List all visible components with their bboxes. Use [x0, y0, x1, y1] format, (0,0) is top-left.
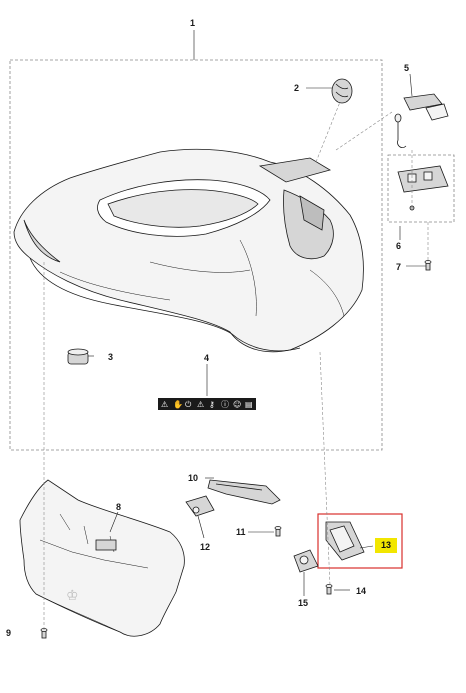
- lock-icon: ⚠: [161, 400, 168, 409]
- adjust-knob: [293, 549, 319, 573]
- callout-12: 12: [200, 542, 210, 552]
- screw-14: [325, 584, 333, 595]
- leader-lines: [43, 30, 429, 630]
- callout-8: 8: [116, 502, 121, 512]
- screw-7: [424, 260, 432, 271]
- decal-strip: ⚠ ✋ ⏻ ⚠ ⚷ ⓘ ☺ ▤: [158, 398, 256, 410]
- info-icon: ⓘ: [221, 400, 229, 409]
- screw-11: [274, 526, 282, 537]
- callout-10: 10: [188, 473, 198, 483]
- assembly-frame-6: [387, 154, 455, 223]
- callouts: 1 2 3 4 5 6 7 8 9 10 11 12 14 15: [6, 18, 409, 638]
- hinge-lever: [185, 495, 215, 517]
- callout-6: 6: [396, 241, 401, 251]
- front-bumper: ♔: [19, 479, 185, 637]
- callout-4: 4: [204, 353, 209, 363]
- key-icon: ⚷: [209, 400, 215, 409]
- assembly-frame-1: [9, 59, 383, 451]
- callout-15: 15: [298, 598, 308, 608]
- height-adjust-bracket: [325, 521, 365, 561]
- carry-handle: [207, 479, 281, 505]
- callout-3: 3: [108, 352, 113, 362]
- logo-emblem: [331, 78, 353, 104]
- brand-logo-icon: ♔: [66, 588, 79, 604]
- callout-5: 5: [404, 63, 409, 73]
- highlight-frame-13: [317, 513, 403, 569]
- callout-13: 13: [380, 540, 391, 550]
- warning-icon: ⚠: [197, 400, 204, 409]
- callout-7: 7: [396, 262, 401, 272]
- book-icon: ▤: [245, 400, 253, 409]
- stop-button-assembly: [394, 93, 449, 148]
- callout-14: 14: [356, 586, 366, 596]
- body-cover: [13, 148, 364, 353]
- rubber-foot: [67, 348, 89, 365]
- callout-2: 2: [294, 83, 299, 93]
- control-panel-assembly: [397, 165, 449, 211]
- callout-11: 11: [236, 527, 246, 537]
- callout-1: 1: [190, 18, 195, 28]
- highlight-callout-13-background: [375, 538, 397, 553]
- power-icon: ⏻: [185, 400, 192, 409]
- hand-icon: ✋: [173, 399, 183, 409]
- person-icon: ☺: [233, 400, 241, 409]
- callout-9: 9: [6, 628, 11, 638]
